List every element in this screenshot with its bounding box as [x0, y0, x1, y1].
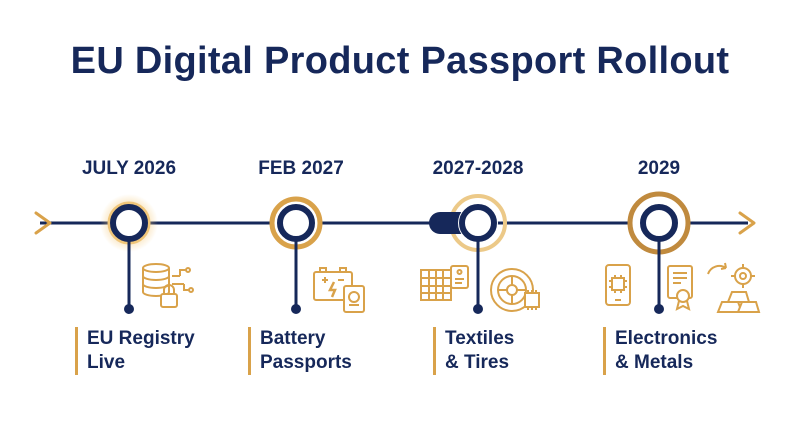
milestone-date-1: JULY 2026 — [81, 158, 177, 179]
milestone-label-1: EU Registry Live — [75, 327, 195, 375]
milestone-node-3 — [429, 194, 507, 314]
certificate-icon — [667, 265, 693, 311]
timeline-end-arrow-icon — [738, 211, 756, 235]
milestone-label-4: Electronics & Metals — [603, 327, 717, 375]
milestone-node-2 — [269, 196, 323, 314]
chip-icon — [524, 290, 540, 310]
timeline-start-arrow-icon — [34, 211, 52, 235]
milestone-label-3: Textiles & Tires — [433, 327, 514, 375]
lock-icon — [160, 284, 178, 308]
page-title: EU Digital Product Passport Rollout — [70, 40, 730, 82]
smartphone-chip-icon — [605, 264, 631, 306]
database-icon — [142, 263, 170, 297]
network-icon — [172, 267, 194, 293]
textile-weave-icon — [420, 269, 452, 301]
gear-cycle-icon — [707, 262, 755, 288]
passport-icon — [343, 285, 365, 313]
milestone-label-2: Battery Passports — [248, 327, 352, 375]
milestone-date-4: 2029 — [637, 158, 681, 179]
milestone-date-2: FEB 2027 — [258, 158, 344, 179]
metal-bars-icon — [716, 291, 761, 313]
milestone-node-1 — [100, 194, 158, 314]
milestone-date-3: 2027-2028 — [432, 158, 524, 179]
milestone-node-4 — [627, 191, 691, 314]
tag-icon — [450, 265, 469, 289]
